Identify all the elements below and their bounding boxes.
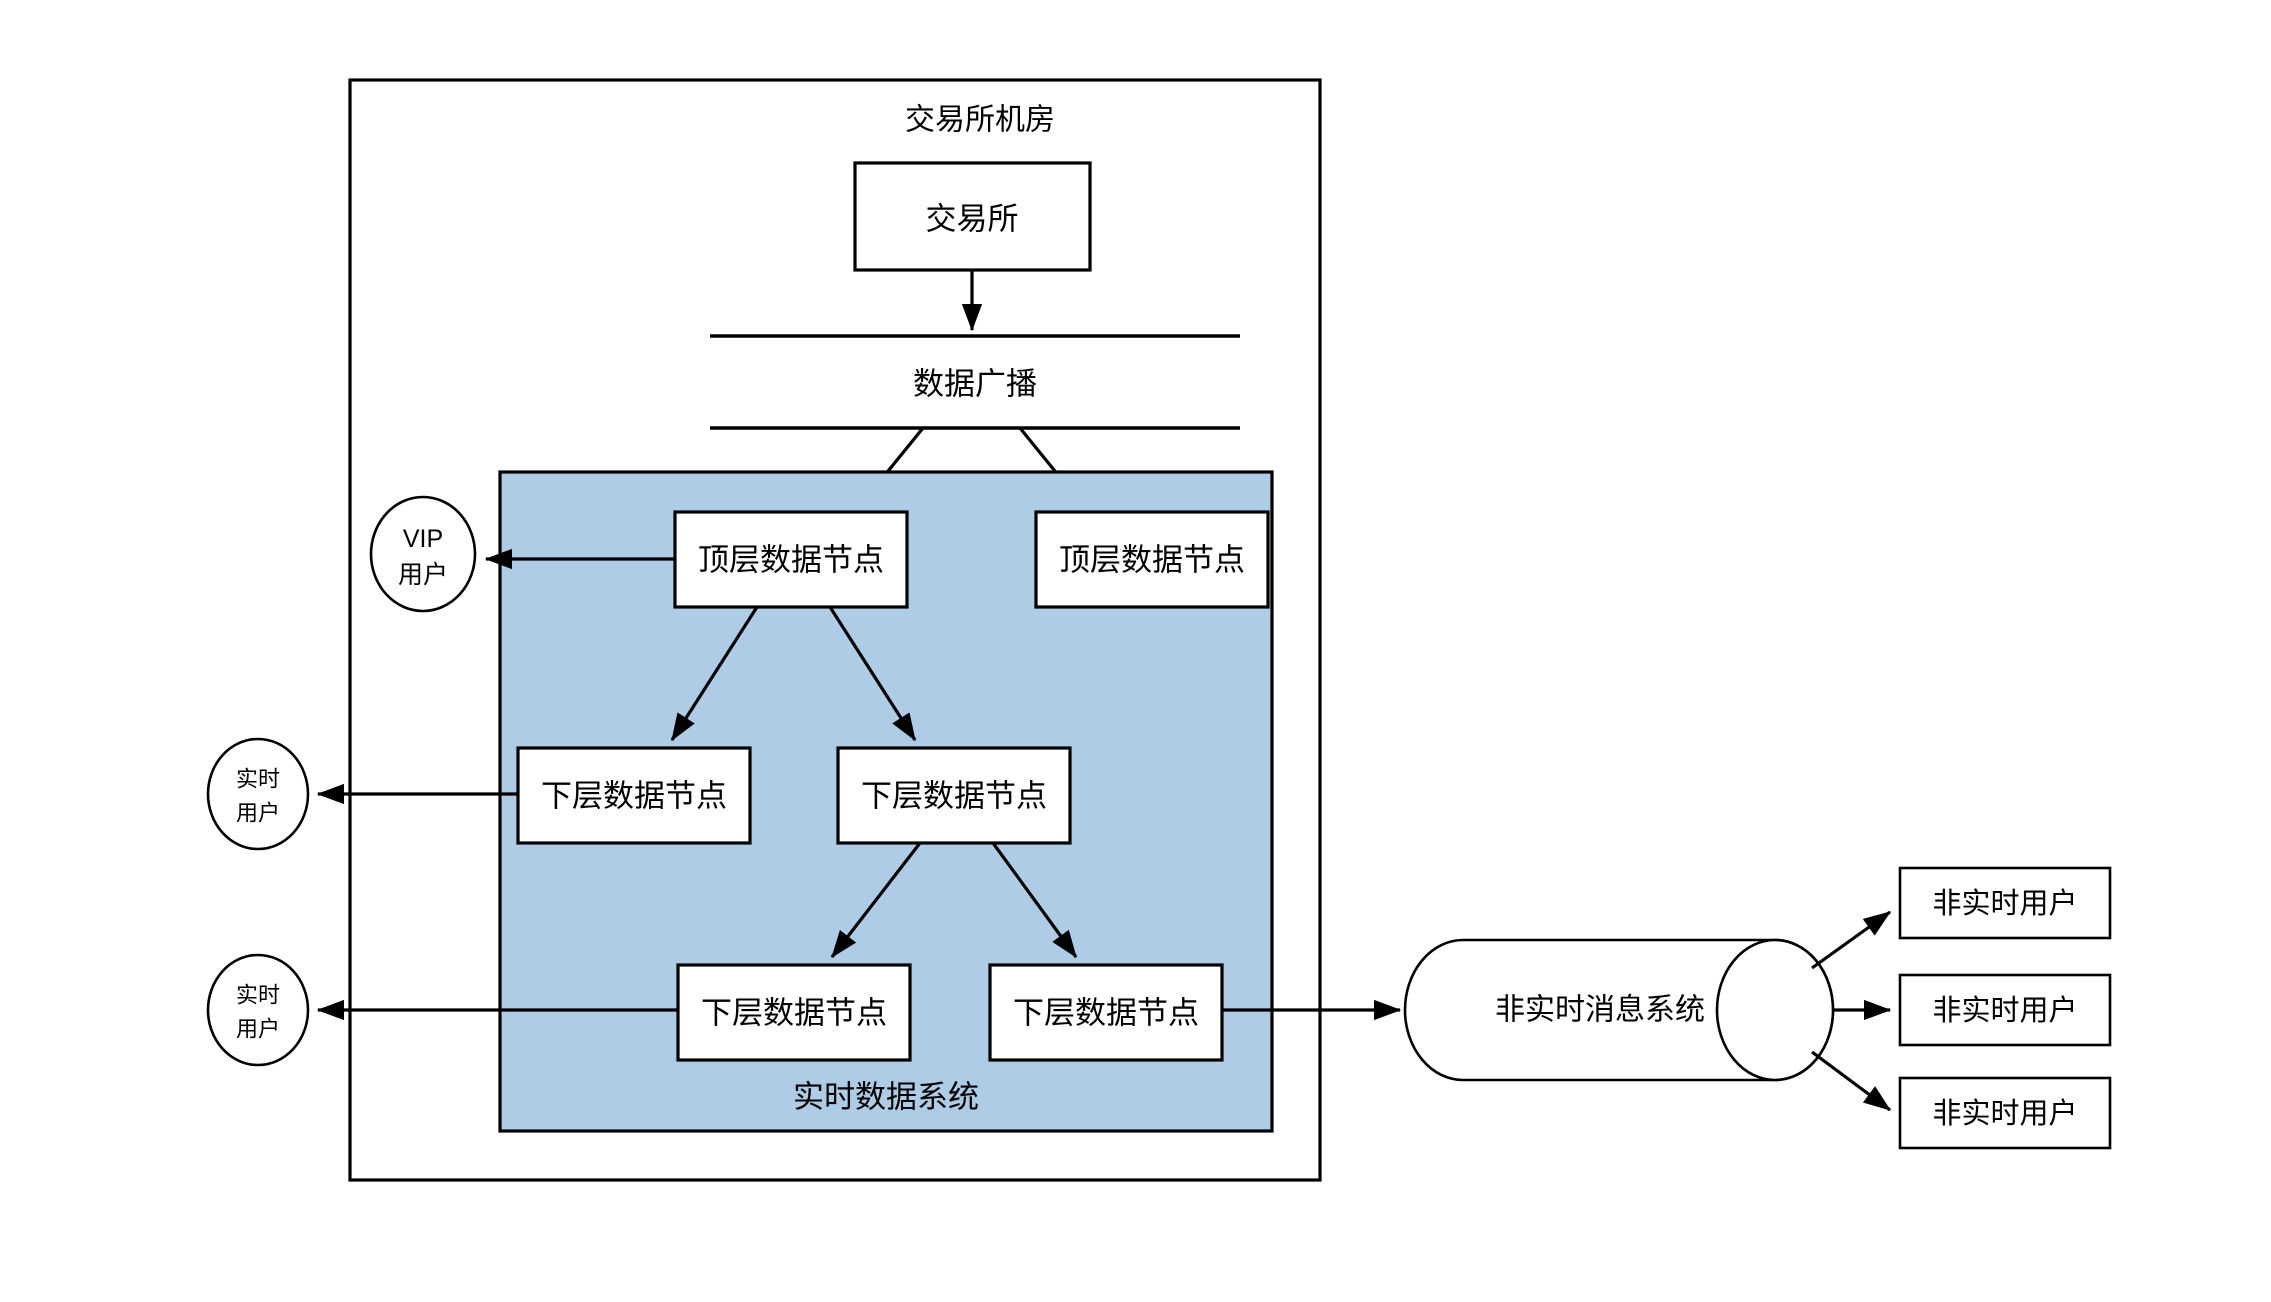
consumer-vip-user-line1: VIP: [403, 525, 443, 553]
node-top-right[interactable]: [1034, 510, 1270, 609]
consumer-realtime-user-lower-line2: 用户: [236, 1017, 280, 1042]
edge-midright-to-bottomleft: [830, 842, 922, 959]
non-realtime-user-label-3: 非实时用户: [1932, 1097, 2077, 1130]
edge-topleft-to-midright: [828, 606, 917, 742]
consumer-realtime-user-upper[interactable]: [206, 737, 310, 851]
node-bottom-left[interactable]: [676, 963, 912, 1062]
non-realtime-user-label-1: 非实时用户: [1932, 887, 2077, 920]
consumer-realtime-user-upper-line2: 用户: [236, 801, 280, 826]
message-system-cylinder-cap: [1715, 938, 1835, 1082]
node-bottom-right[interactable]: [988, 963, 1224, 1062]
consumer-realtime-user-lower[interactable]: [206, 953, 310, 1067]
node-top-left[interactable]: [673, 510, 909, 609]
edge-midright-to-bottomright: [991, 842, 1078, 959]
consumer-realtime-user-lower-line1: 实时: [236, 983, 280, 1008]
non-realtime-user-box-3[interactable]: [1898, 1076, 2112, 1150]
broadcast-lane-label: 数据广播: [913, 367, 1037, 402]
consumer-realtime-user-upper-line1: 实时: [236, 767, 280, 792]
exchange-box[interactable]: [853, 161, 1092, 272]
consumer-vip-user-line2: 用户: [398, 561, 448, 589]
exchange-box-label: 交易所: [926, 202, 1019, 237]
non-realtime-user-label-2: 非实时用户: [1932, 994, 2077, 1027]
consumer-vip-user[interactable]: [369, 495, 477, 613]
node-top-left-label: 顶层数据节点: [698, 543, 884, 578]
node-mid-right[interactable]: [836, 746, 1072, 845]
edge-message-system-to-user-3: [1811, 1050, 1892, 1112]
datacenter-title: 交易所机房: [905, 104, 1055, 137]
node-top-right-label: 顶层数据节点: [1059, 543, 1245, 578]
realtime-system-label: 实时数据系统: [793, 1080, 979, 1115]
non-realtime-user-box-1[interactable]: [1898, 866, 2112, 940]
edge-topleft-to-midleft: [670, 606, 759, 742]
node-mid-right-label: 下层数据节点: [861, 779, 1047, 814]
node-mid-left-label: 下层数据节点: [541, 779, 727, 814]
message-system-label: 非实时消息系统: [1495, 994, 1705, 1027]
non-realtime-user-box-2[interactable]: [1898, 973, 2112, 1047]
node-bottom-left-label: 下层数据节点: [701, 996, 887, 1031]
edge-message-system-to-user-1: [1811, 910, 1892, 970]
node-bottom-right-label: 下层数据节点: [1013, 996, 1199, 1031]
node-mid-left[interactable]: [516, 746, 752, 845]
